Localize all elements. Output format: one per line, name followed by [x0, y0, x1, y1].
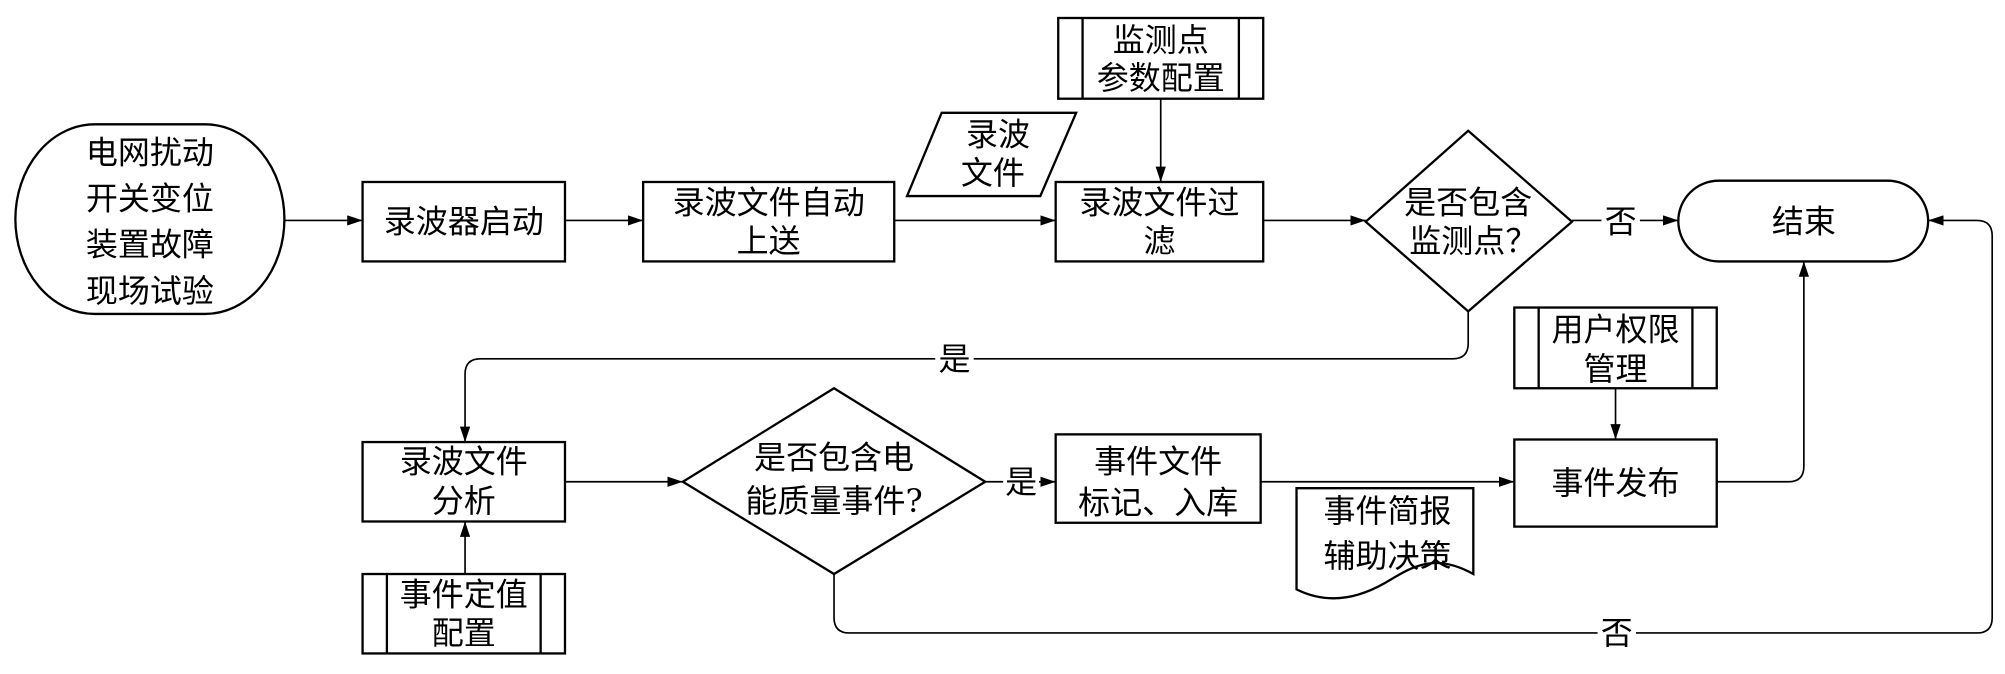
predefined-event-threshold: 事件定值 配置 [361, 572, 567, 655]
edge-label-text: 否 [1605, 203, 1637, 241]
document-label-line-2: 辅助决策 [1323, 537, 1451, 575]
connectors [284, 98, 1994, 634]
document-label-line-1: 事件简报 [1323, 492, 1451, 530]
decision-label-line-2: 监测点？ [1409, 222, 1537, 260]
process-box [1054, 180, 1265, 263]
predefined-label-line-1: 事件定值 [400, 576, 528, 614]
data-parallelogram [905, 111, 1078, 198]
process-event-mark: 事件文件 标记、入库 [1054, 433, 1262, 524]
process-box [1054, 433, 1262, 524]
predefined-monitor-config: 监测点 参数配置 [1057, 16, 1265, 100]
process-label-line-1: 录波文件自动 [673, 183, 865, 221]
edge-label-no-pq-event: 否 [1597, 613, 1637, 653]
edge-label-background [1601, 202, 1640, 241]
predefined-box [1513, 306, 1718, 390]
start-terminal-line-1: 电网扰动 [86, 134, 214, 172]
process-label: 事件发布 [1551, 464, 1679, 502]
predefined-label-line-2: 参数配置 [1097, 59, 1225, 97]
predefined-user-permission: 用户权限 管理 [1513, 306, 1718, 390]
process-box [641, 180, 896, 263]
start-terminal-line-2: 开关变位 [86, 180, 214, 218]
end-terminal-shape [1677, 179, 1930, 263]
predefined-label-line-1: 监测点 [1113, 21, 1209, 59]
end-terminal: 结束 [1677, 179, 1930, 263]
data-wave-file: 录波 文件 [905, 111, 1078, 198]
start-terminal-line-3: 装置故障 [86, 226, 214, 264]
process-label: 录波器启动 [384, 203, 544, 241]
process-event-publish: 事件发布 [1513, 438, 1718, 528]
predefined-label-line-1: 用户权限 [1551, 310, 1679, 348]
end-terminal-label: 结束 [1772, 203, 1836, 241]
process-file-analysis: 录波文件 分析 [361, 440, 567, 523]
process-label-line-2: 上送 [737, 222, 801, 260]
process-box [361, 440, 567, 523]
decision-has-pq-event: 是否包含电 能质量事件? [680, 386, 988, 576]
decision-diamond [680, 386, 988, 576]
predefined-box [361, 572, 567, 655]
start-terminal-shape [14, 123, 286, 316]
process-label-line-1: 录波文件 [400, 442, 528, 480]
decision-label-line-2: 能质量事件? [745, 482, 922, 520]
arrow-decision-pq-no-to-end [833, 215, 1994, 634]
process-box [361, 180, 567, 263]
edge-label-background [1597, 613, 1637, 653]
decision-diamond [1363, 129, 1574, 313]
process-label-line-1: 录波文件过 [1079, 183, 1239, 221]
process-label-line-2: 滤 [1143, 222, 1175, 260]
start-terminal: 电网扰动 开关变位 装置故障 现场试验 [14, 123, 286, 316]
process-recorder-start: 录波器启动 [361, 180, 567, 263]
edge-label-yes-pq-event: 是 [1003, 462, 1040, 501]
document-shape [1295, 487, 1475, 600]
decision-has-monitor-point: 是否包含 监测点？ [1363, 129, 1574, 313]
process-label-line-2: 分析 [432, 482, 496, 520]
process-box [1513, 438, 1718, 528]
data-label-line-1: 录波 [966, 116, 1030, 154]
data-label-line-2: 文件 [961, 154, 1025, 192]
decision-label-line-1: 是否包含电 [754, 438, 914, 476]
process-label-line-2: 标记、入库 [1078, 483, 1238, 521]
process-file-filter: 录波文件过 滤 [1054, 180, 1265, 263]
edge-label-yes-monitor-point: 是 [935, 339, 974, 378]
edge-label-background [935, 339, 974, 378]
process-label-line-1: 事件文件 [1094, 442, 1222, 480]
process-auto-upload: 录波文件自动 上送 [641, 180, 896, 263]
document-event-brief: 事件简报 辅助决策 [1295, 487, 1475, 600]
predefined-box [1057, 16, 1265, 100]
arrow-event-publish-to-end [1716, 261, 1809, 483]
edge-label-no-monitor-point: 否 [1601, 202, 1640, 241]
edge-label-text: 是 [938, 340, 970, 378]
predefined-label-line-2: 管理 [1584, 350, 1648, 388]
decision-label-line-1: 是否包含 [1404, 183, 1532, 221]
edge-label-background [1003, 462, 1040, 501]
predefined-label-line-2: 配置 [432, 614, 496, 652]
edge-label-text: 是 [1005, 463, 1037, 501]
start-terminal-line-4: 现场试验 [86, 272, 214, 310]
edge-label-text: 否 [1601, 614, 1633, 652]
